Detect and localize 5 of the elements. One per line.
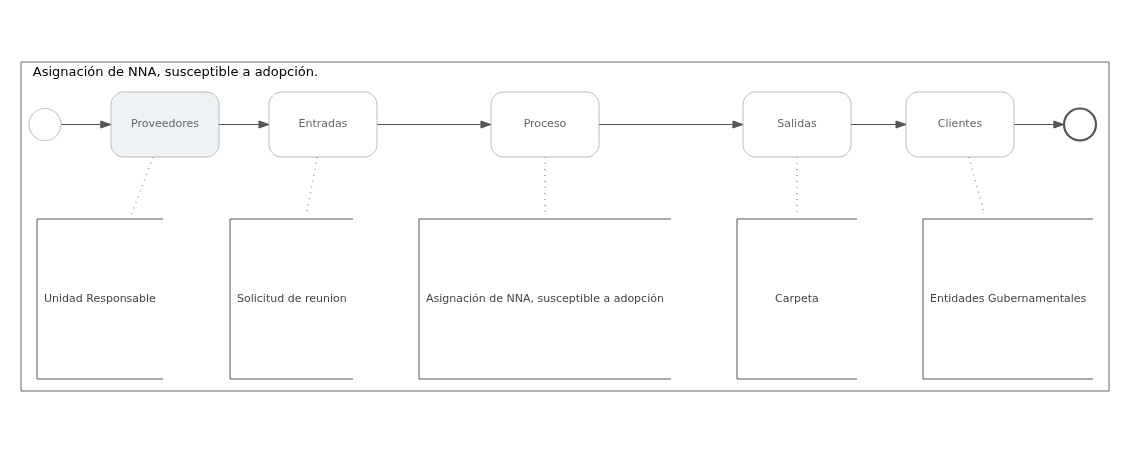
node-text: Solicitud de reunion	[237, 291, 347, 305]
node-text: Unidad Responsable	[44, 291, 156, 305]
node-text: Carpeta	[775, 291, 819, 305]
node-text: Asignación de NNA, susceptible a adopción	[426, 291, 664, 305]
node-text: Entidades Gubernamentales	[930, 291, 1087, 305]
